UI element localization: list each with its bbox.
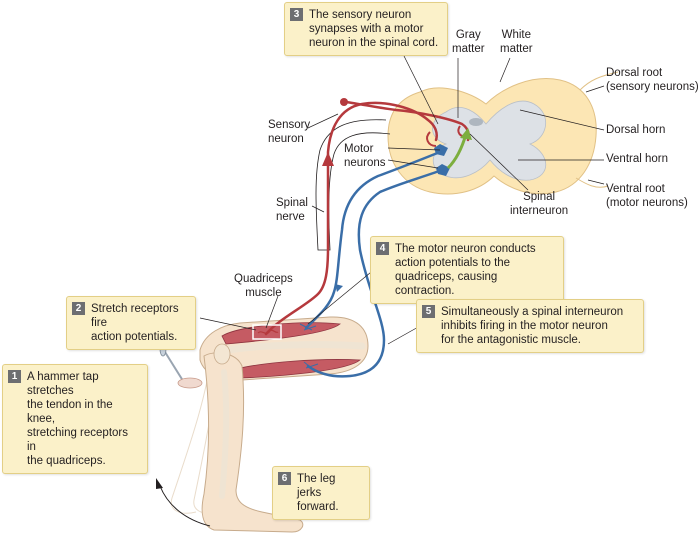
quadriceps-muscle-label: Quadriceps muscle <box>234 273 293 299</box>
spinal-interneuron-label: Spinal interneuron <box>510 191 569 217</box>
sensory-synapse-icon <box>426 131 437 147</box>
motor-neuron-body-1 <box>434 144 448 156</box>
step-3-text: The sensory neuron synapses with a motor… <box>309 9 439 49</box>
step-5-callout: 5 Simultaneously a spinal interneuron in… <box>416 299 644 353</box>
step-5-text: Simultaneously a spinal interneuron inhi… <box>441 306 624 346</box>
ventral-horn-label: Ventral horn <box>606 153 669 165</box>
step-1-callout: 1 A hammer tap stretches the tendon in t… <box>2 364 148 474</box>
ventral-root <box>575 177 609 188</box>
step-1-text: A hammer tap stretches the tendon in the… <box>27 371 128 467</box>
sensory-neuron-label: Sensory neuron <box>268 119 311 145</box>
step-5-number: 5 <box>422 305 435 318</box>
step-4-callout: 4 The motor neuron conducts action poten… <box>370 236 564 304</box>
tibia-bone <box>219 369 230 499</box>
sensory-cell-body <box>340 98 348 106</box>
step-2-callout: 2 Stretch receptors fire action potentia… <box>66 296 196 350</box>
dorsal-horn-label: Dorsal horn <box>606 124 666 136</box>
step-3-callout: 3 The sensory neuron synapses with a mot… <box>284 2 448 56</box>
motor-neuron-body-2 <box>436 164 450 176</box>
step-6-text: The leg jerks forward. <box>297 473 339 513</box>
step-4-text: The motor neuron conducts action potenti… <box>395 243 536 297</box>
leader-lines <box>199 55 605 345</box>
leg-motion-arrow-icon <box>156 478 211 527</box>
step-1-number: 1 <box>8 370 21 383</box>
white-matter-label: White matter <box>500 29 533 55</box>
step-6-callout: 6 The leg jerks forward. <box>272 466 370 520</box>
dorsal-root <box>579 71 619 91</box>
ventral-root-label: Ventral root (motor neurons) <box>606 183 688 209</box>
neuromuscular-junction-2 <box>303 361 319 371</box>
motor-arrow-icon <box>335 284 343 292</box>
step-2-text: Stretch receptors fire action potentials… <box>91 303 179 343</box>
step-4-number: 4 <box>376 242 389 255</box>
antagonistic-muscle <box>231 359 362 379</box>
spinal-nerve-label: Spinal nerve <box>276 197 308 223</box>
central-canal <box>469 118 483 126</box>
stretch-receptor <box>257 329 279 334</box>
motor-neurons-label: Motor neurons <box>344 143 386 169</box>
dorsal-root-label: Dorsal root (sensory neurons) <box>606 67 699 93</box>
interneuron-pathway <box>446 128 472 170</box>
gray-matter-label: Gray matter <box>452 29 485 55</box>
neuromuscular-junction-1 <box>299 323 317 331</box>
step-3-number: 3 <box>290 8 303 21</box>
step-2-number: 2 <box>72 302 85 315</box>
femur-bone <box>224 341 366 354</box>
sensory-arrow-icon <box>322 152 334 166</box>
kneecap <box>213 343 231 365</box>
step-6-number: 6 <box>278 472 291 485</box>
